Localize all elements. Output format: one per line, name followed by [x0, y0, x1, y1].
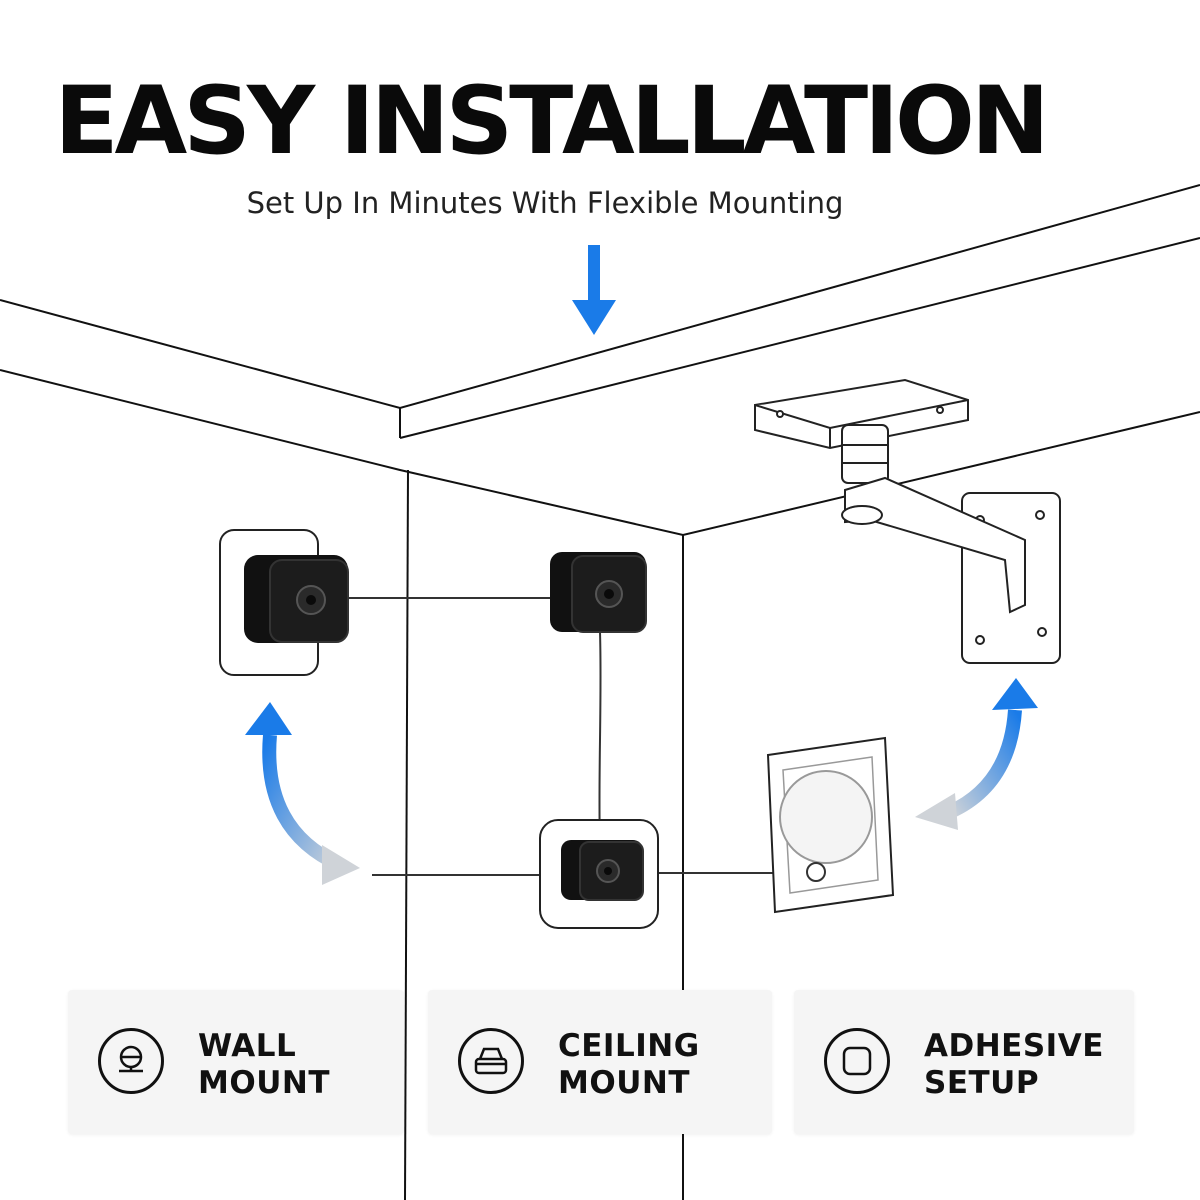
- left-curved-arrow-icon: [245, 702, 360, 885]
- feature-label: CEILING MOUNT: [558, 1028, 700, 1101]
- bracket-mount: [754, 378, 1061, 664]
- feature-card-wall-mount: WALL MOUNT: [68, 990, 404, 1134]
- adhesive-camera: [539, 819, 659, 929]
- page-title: EASY INSTALLATION: [54, 67, 1049, 176]
- ceiling-mount-icon: [458, 1028, 524, 1094]
- down-arrow-icon: [572, 245, 616, 335]
- right-curved-arrow-icon: [915, 678, 1038, 830]
- feature-card-adhesive-setup: ADHESIVE SETUP: [794, 990, 1134, 1134]
- adhesive-pad: [766, 736, 895, 914]
- wall-mounted-camera: [219, 529, 349, 676]
- page-subtitle: Set Up In Minutes With Flexible Mounting: [246, 186, 844, 220]
- feature-label: ADHESIVE SETUP: [924, 1028, 1104, 1101]
- room-outline: [0, 184, 1200, 1200]
- feature-label: WALL MOUNT: [198, 1028, 330, 1101]
- adhesive-setup-icon: [824, 1028, 890, 1094]
- wall-mount-icon: [98, 1028, 164, 1094]
- corner-camera: [550, 552, 647, 633]
- feature-card-ceiling-mount: CEILING MOUNT: [428, 990, 772, 1134]
